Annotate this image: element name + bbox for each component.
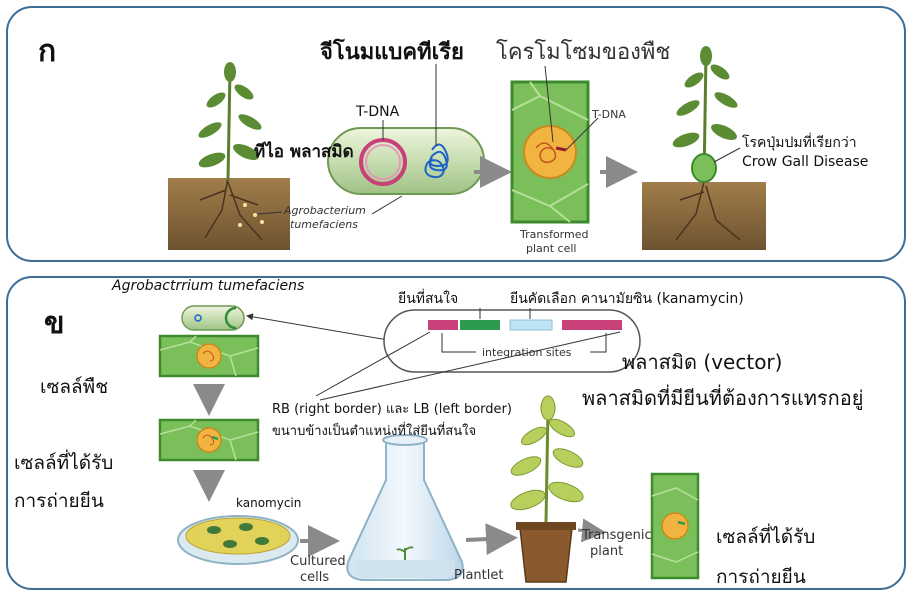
panel-b-letter: ข xyxy=(44,300,65,347)
transformed-label-2: plant cell xyxy=(526,242,577,255)
plant-cell-b2 xyxy=(160,420,258,460)
disease-label-thai: โรคปุ่มปมที่เรียกว่า xyxy=(742,132,857,154)
final-cell-label-2: การถ่ายยีน xyxy=(716,562,806,592)
cultured-label-1: Cultured xyxy=(290,554,346,569)
vector-plasmid xyxy=(384,310,640,372)
transgenic-label-1: Transgenic xyxy=(582,528,652,543)
gene-of-interest-label: ยีนที่สนใจ xyxy=(398,288,458,310)
transformed-label-1: Transformed xyxy=(520,228,588,241)
gall-pointer xyxy=(714,148,740,162)
plantlet-label: Plantlet xyxy=(454,568,503,583)
agrobacterium-label-2: tumefaciens xyxy=(290,218,358,231)
kanomycin-label: kanomycin xyxy=(236,496,301,510)
small-agrobacterium xyxy=(182,306,244,330)
tdna-label-bacterium: T-DNA xyxy=(356,104,399,120)
arrow-b4 xyxy=(466,538,510,540)
final-cell-label-1: เซลล์ที่ได้รับ xyxy=(716,522,815,552)
flask xyxy=(347,435,462,580)
tdna-label-cell: T-DNA xyxy=(592,108,626,121)
petri-dish xyxy=(178,516,298,564)
plant-cell-label: เซลล์พืช xyxy=(40,372,108,402)
bacterium-pointer xyxy=(372,196,402,214)
agrobacterium-title: Agrobactrrium tumefaciens xyxy=(112,278,304,294)
transformed-plant-cell xyxy=(512,82,588,222)
transfected-cell-label-1: เซลล์ที่ได้รับ xyxy=(14,448,113,478)
selection-gene-label: ยีนคัดเลือก คานามัยซิน (kanamycin) xyxy=(510,288,744,310)
transgenic-label-2: plant xyxy=(590,544,623,559)
plant-chromosome-label: โครโมโซมของพืช xyxy=(496,34,670,69)
plasmid-with-gene-label: พลาสมิดที่มียีนที่ต้องการแทรกอยู่ xyxy=(582,382,864,414)
integration-sites-label: integration sites xyxy=(482,346,572,359)
border-description-2: ขนาบข้างเป็นตำแหน่งที่ใส่ยีนที่สนใจ xyxy=(272,420,476,441)
agrobacterium-label-1: Agrobacterium xyxy=(284,204,366,217)
disease-label-en: Crow Gall Disease xyxy=(742,154,868,170)
bacterial-genome-label: จีโนมแบคทีเรีย xyxy=(320,34,464,69)
plasmid-to-bacterium-arrow xyxy=(248,316,388,340)
plant-cell-b1 xyxy=(160,336,258,376)
panel-a-letter: ก xyxy=(38,28,56,75)
cultured-label-2: cells xyxy=(300,570,329,585)
vector-label: พลาสมิด (vector) xyxy=(622,346,782,378)
transfected-cell-label-2: การถ่ายยีน xyxy=(14,486,104,516)
transgenic-plant xyxy=(508,396,585,582)
border-description-1: RB (right border) และ LB (left border) xyxy=(272,398,512,419)
plant-cell-final xyxy=(652,474,698,578)
ti-plasmid-label: ทีไอ พลาสมิด xyxy=(254,138,354,165)
